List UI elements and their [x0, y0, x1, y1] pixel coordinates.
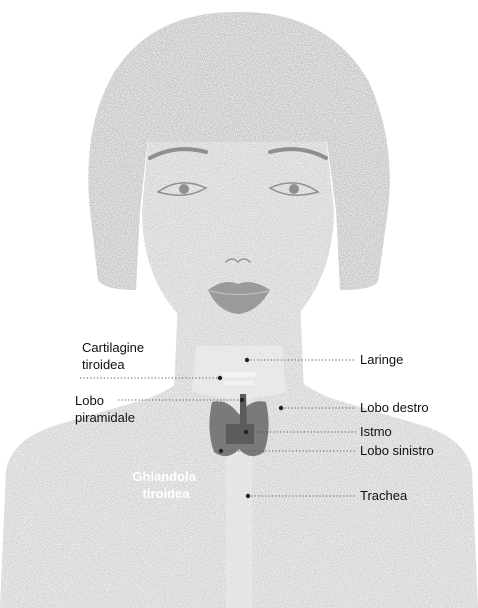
label-laringe: Laringe	[360, 352, 403, 367]
label-istmo: Istmo	[360, 424, 392, 439]
label-ghiandola-line1: Ghiandola	[132, 469, 196, 484]
label-lobo-piramidale-line1: Lobo	[75, 393, 104, 408]
label-ghiandola-line2: tiroidea	[143, 486, 191, 501]
cartilage-ring	[222, 372, 256, 377]
label-lobo-piramidale-line2: piramidale	[75, 410, 135, 425]
label-cartilagine-line2: tiroidea	[82, 357, 125, 372]
dot-istmo	[244, 430, 248, 434]
label-trachea: Trachea	[360, 488, 408, 503]
left-iris	[179, 184, 189, 194]
label-cartilagine-line1: Cartilagine	[82, 340, 144, 355]
isthmus	[226, 424, 254, 444]
cartilage-ring	[224, 381, 254, 385]
dot-trachea	[246, 494, 250, 498]
dot-cartilagine	[218, 376, 222, 380]
right-iris	[289, 184, 299, 194]
label-cartilagine-tiroidea: Cartilagine tiroidea	[82, 340, 148, 372]
dot-lobo-piramidale	[240, 398, 244, 402]
label-lobo-sinistro: Lobo sinistro	[360, 443, 434, 458]
dot-lobo-sinistro	[219, 449, 223, 453]
label-lobo-destro: Lobo destro	[360, 400, 429, 415]
dot-lobo-destro	[279, 406, 283, 410]
dot-laringe	[245, 358, 249, 362]
